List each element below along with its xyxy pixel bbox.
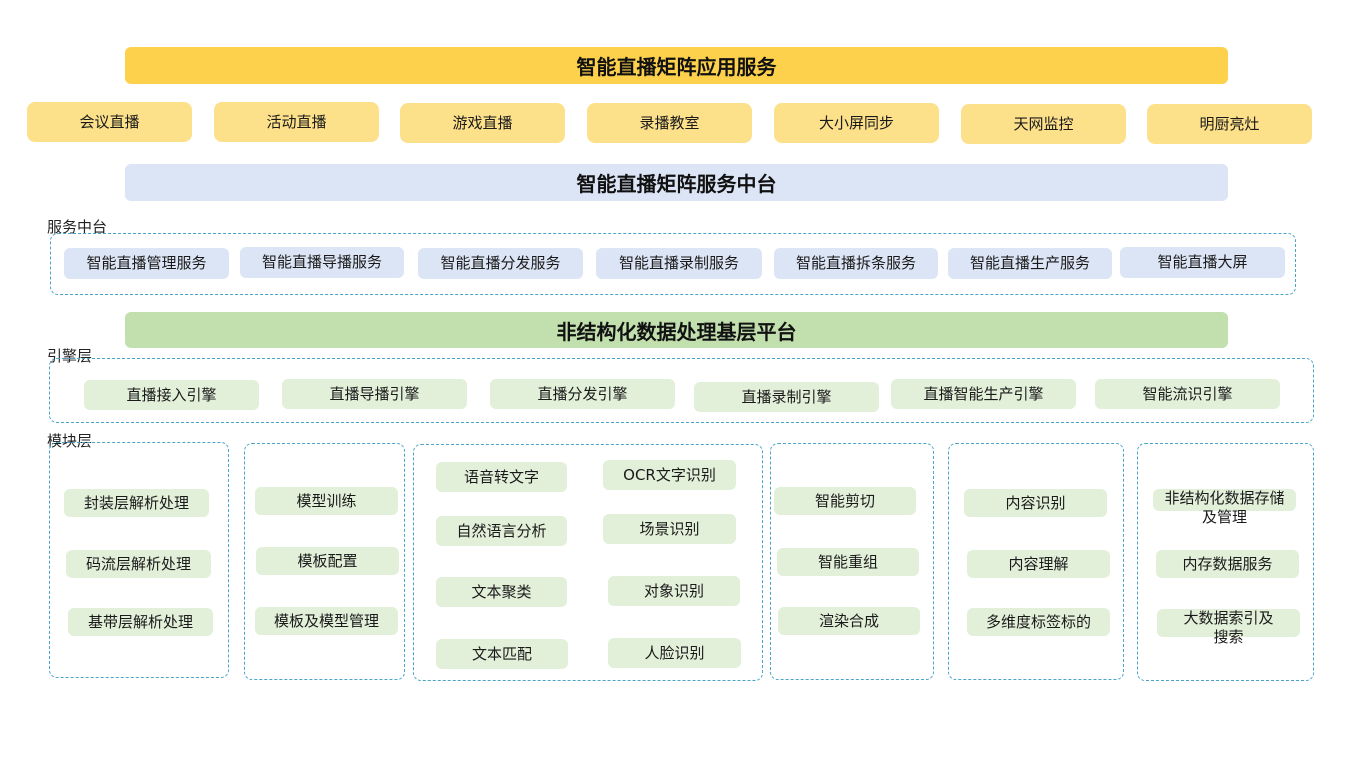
- module-ocr: OCR文字识别: [603, 460, 736, 490]
- engine-ingest: 直播接入引擎: [84, 380, 259, 410]
- module-model-training: 模型训练: [255, 487, 398, 515]
- engine-recording: 直播录制引擎: [694, 382, 879, 412]
- module-render-compose: 渲染合成: [778, 607, 920, 635]
- module-content-recognition: 内容识别: [964, 489, 1107, 517]
- module-multi-dim-tagging: 多维度标签标的: [967, 608, 1110, 636]
- service-production: 智能直播生产服务: [948, 248, 1112, 279]
- module-group-editing: [770, 443, 934, 680]
- service-layer-label: 服务中台: [47, 218, 108, 236]
- engine-stream-recognition: 智能流识引擎: [1095, 379, 1280, 409]
- engine-layer-frame: [49, 358, 1314, 423]
- service-big-screen: 智能直播大屏: [1120, 247, 1285, 278]
- module-container-parsing: 封装层解析处理: [64, 489, 209, 517]
- app-event-live: 活动直播: [214, 102, 379, 142]
- module-group-storage: [1137, 443, 1314, 681]
- module-unstructured-storage: 非结构化数据存储及管理: [1153, 489, 1296, 526]
- service-management: 智能直播管理服务: [64, 248, 229, 279]
- module-scene-recognition: 场景识别: [603, 514, 736, 544]
- app-recording-classroom: 录播教室: [587, 103, 752, 143]
- engine-directing: 直播导播引擎: [282, 379, 467, 409]
- module-face-recognition: 人脸识别: [608, 638, 741, 668]
- module-group-parsing: [49, 442, 229, 678]
- service-layer-frame: [50, 233, 1296, 295]
- module-bitstream-parsing: 码流层解析处理: [66, 550, 211, 578]
- module-nlp: 自然语言分析: [436, 516, 567, 546]
- module-object-recognition: 对象识别: [608, 576, 740, 606]
- app-game-live: 游戏直播: [400, 103, 565, 143]
- module-content-understanding: 内容理解: [967, 550, 1110, 578]
- app-meeting-live: 会议直播: [27, 102, 192, 142]
- service-recording: 智能直播录制服务: [596, 248, 762, 279]
- service-directing: 智能直播导播服务: [240, 247, 404, 278]
- service-platform-bar: 智能直播矩阵服务中台: [125, 164, 1228, 201]
- engine-layer-label: 引擎层: [47, 347, 93, 365]
- service-distribution: 智能直播分发服务: [418, 248, 583, 279]
- engine-distribution: 直播分发引擎: [490, 379, 675, 409]
- engine-smart-production: 直播智能生产引擎: [891, 379, 1076, 409]
- data-platform-bar: 非结构化数据处理基层平台: [125, 312, 1228, 348]
- module-text-matching: 文本匹配: [436, 639, 568, 669]
- module-memory-data-service: 内存数据服务: [1156, 550, 1299, 578]
- module-group-content: [948, 443, 1124, 680]
- module-baseband-parsing: 基带层解析处理: [68, 608, 213, 636]
- module-text-clustering: 文本聚类: [436, 577, 567, 607]
- module-layer-label: 模块层: [47, 432, 93, 450]
- app-skynet-monitor: 天网监控: [961, 104, 1126, 144]
- module-group-model: [244, 443, 405, 680]
- module-smart-recombine: 智能重组: [777, 548, 919, 576]
- module-template-model-mgmt: 模板及模型管理: [255, 607, 398, 635]
- module-bigdata-index-search: 大数据索引及搜索: [1157, 609, 1300, 646]
- module-smart-cut: 智能剪切: [774, 487, 916, 515]
- module-group-recognition: [413, 444, 763, 681]
- app-services-bar: 智能直播矩阵应用服务: [125, 47, 1228, 84]
- service-clipping: 智能直播拆条服务: [774, 248, 938, 279]
- module-speech-to-text: 语音转文字: [436, 462, 567, 492]
- app-kitchen-monitor: 明厨亮灶: [1147, 104, 1312, 144]
- app-screen-sync: 大小屏同步: [774, 103, 939, 143]
- module-template-config: 模板配置: [256, 547, 399, 575]
